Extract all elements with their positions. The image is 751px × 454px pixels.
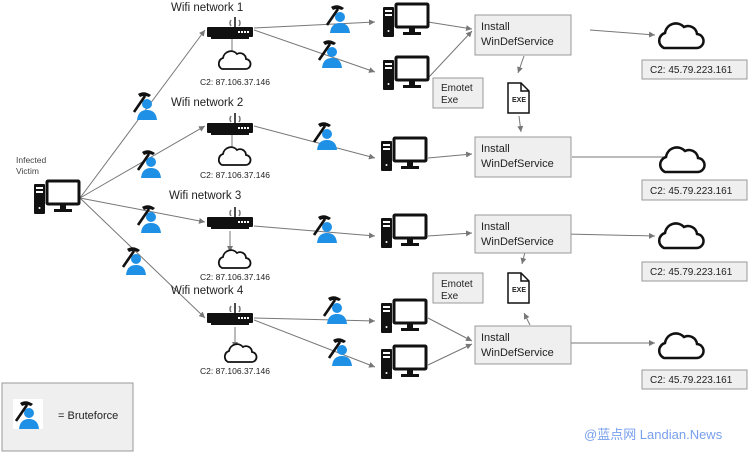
exe-file-icon-2: EXE bbox=[507, 272, 530, 304]
legend-label: = Bruteforce bbox=[58, 410, 118, 422]
install-box-line2: WinDefService bbox=[481, 36, 554, 48]
victim-computer-icon bbox=[32, 179, 81, 216]
install-box-4: Install WinDefService bbox=[474, 325, 572, 365]
bruteforce-icon bbox=[327, 336, 354, 368]
computer-icon bbox=[379, 213, 428, 250]
infected-victim: Infected Victim bbox=[16, 155, 81, 216]
local-c2-label: C2: 87.106.37.146 bbox=[200, 77, 270, 87]
bruteforce-icon bbox=[312, 213, 339, 245]
router-icon bbox=[206, 16, 254, 40]
install-box-line2: WinDefService bbox=[481, 236, 554, 248]
watermark: @蓝点网 Landian.News bbox=[584, 427, 723, 442]
network-title: Wifi network 4 bbox=[171, 285, 244, 297]
install-box-line1: Install bbox=[481, 143, 510, 155]
exe-file-icon-1: EXE bbox=[507, 82, 530, 114]
remote-c2-box-1: C2: 45.79.223.161 bbox=[641, 59, 748, 80]
install-box-1: Install WinDefService bbox=[474, 14, 572, 56]
bruteforce-icon bbox=[317, 38, 344, 70]
remote-cloud-icon bbox=[658, 146, 706, 174]
emotet-box-line1: Emotet bbox=[441, 83, 473, 94]
computer-icon bbox=[379, 136, 428, 173]
remote-c2-box-3: C2: 45.79.223.161 bbox=[641, 261, 748, 282]
router-icon bbox=[206, 302, 254, 326]
victim-label-line2: Victim bbox=[16, 166, 39, 176]
exe-icon-label: EXE bbox=[512, 97, 526, 104]
emotet-box-line2: Exe bbox=[441, 291, 459, 302]
bruteforce-icon bbox=[121, 245, 148, 277]
computer-icon bbox=[379, 344, 428, 381]
computer-icon bbox=[379, 298, 428, 335]
remote-cloud-icon bbox=[657, 332, 705, 360]
network-title: Wifi network 3 bbox=[169, 190, 241, 202]
bruteforce-icon bbox=[132, 90, 159, 122]
install-box-2: Install WinDefService bbox=[474, 136, 572, 178]
wifi-network-1: Wifi network 1 C2: 87.106.37.146 bbox=[171, 2, 430, 92]
computer-icon bbox=[381, 2, 430, 39]
bruteforce-icon bbox=[136, 148, 163, 180]
edges bbox=[79, 19, 674, 368]
remote-c2-label: C2: 45.79.223.161 bbox=[650, 65, 733, 76]
remote-c2-label: C2: 45.79.223.161 bbox=[650, 375, 733, 386]
emotet-exe-box-1: Emotet Exe bbox=[432, 77, 484, 109]
cloud-icon bbox=[217, 50, 252, 70]
remote-c2-box-2: C2: 45.79.223.161 bbox=[641, 179, 748, 201]
wifi-network-4: Wifi network 4 C2: 87.106.37.146 bbox=[171, 285, 428, 381]
install-box-line1: Install bbox=[481, 332, 510, 344]
install-box-3: Install WinDefService bbox=[474, 214, 572, 254]
cloud-icon bbox=[223, 343, 258, 363]
legend: = Bruteforce bbox=[1, 382, 134, 452]
cloud-icon bbox=[217, 249, 252, 269]
install-box-line1: Install bbox=[481, 221, 510, 233]
emotet-box-line1: Emotet bbox=[441, 279, 473, 290]
local-c2-label: C2: 87.106.37.146 bbox=[200, 170, 270, 180]
remote-c2-label: C2: 45.79.223.161 bbox=[650, 186, 733, 197]
victim-label-line1: Infected bbox=[16, 155, 47, 165]
router-icon bbox=[206, 206, 254, 230]
install-box-line1: Install bbox=[481, 21, 510, 33]
local-c2-label: C2: 87.106.37.146 bbox=[200, 366, 270, 376]
edge-victim-net3 bbox=[79, 197, 206, 224]
network-title: Wifi network 1 bbox=[171, 2, 243, 14]
exe-icon-label: EXE bbox=[512, 287, 526, 294]
install-box-line2: WinDefService bbox=[481, 158, 554, 170]
router-icon bbox=[206, 112, 254, 136]
emotet-box-line2: Exe bbox=[441, 95, 459, 106]
remote-cloud-icon bbox=[657, 222, 705, 250]
edge-victim-net4 bbox=[79, 197, 206, 319]
local-c2-label: C2: 87.106.37.146 bbox=[200, 272, 270, 282]
remote-cloud-icon bbox=[657, 22, 705, 50]
wifi-network-2: Wifi network 2 C2: 87.106.37.146 bbox=[171, 97, 428, 180]
wifi-network-3: Wifi network 3 C2: 87.106.37.146 bbox=[169, 190, 428, 282]
computer-icon bbox=[381, 55, 430, 92]
remote-c2-box-4: C2: 45.79.223.161 bbox=[641, 369, 748, 390]
emotet-exe-box-2: Emotet Exe bbox=[432, 272, 484, 304]
bruteforce-icon bbox=[325, 3, 352, 35]
install-box-line2: WinDefService bbox=[481, 347, 554, 359]
bruteforce-icon bbox=[312, 120, 339, 152]
network-title: Wifi network 2 bbox=[171, 97, 243, 109]
remote-c2-label: C2: 45.79.223.161 bbox=[650, 267, 733, 278]
cloud-icon bbox=[217, 146, 252, 166]
